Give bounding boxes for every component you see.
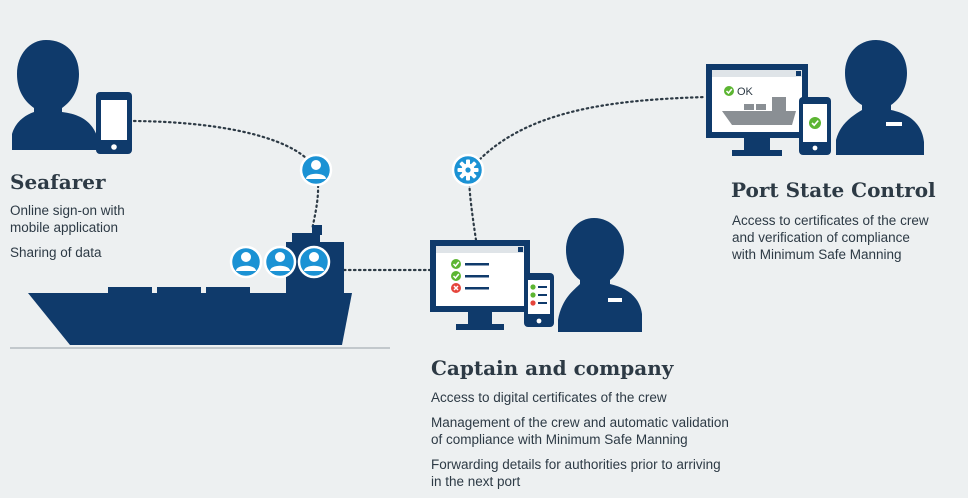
- connectors: [132, 95, 708, 272]
- ship-icon: [722, 97, 796, 125]
- port-state-title: Port State Control: [731, 178, 936, 202]
- crew-member-icon-1: [229, 245, 263, 279]
- captain-line-3: Forwarding details for authorities prior…: [431, 457, 721, 489]
- port-monitor-icon: OK: [706, 64, 808, 156]
- port-smartphone-icon: [799, 97, 831, 155]
- port-person-icon: [836, 40, 924, 155]
- connector-seafarer-ship: [132, 119, 320, 232]
- seafarer-person-icon: [12, 40, 98, 150]
- crew-member-icon-3: [297, 245, 331, 279]
- captain-monitor-icon: [430, 240, 530, 330]
- crew-member-icon-2: [263, 245, 297, 279]
- captain-smartphone-icon: [524, 273, 554, 327]
- ok-label: OK: [737, 86, 754, 98]
- connector-person-badge-icon: [299, 153, 333, 187]
- seafarer-line-2: Sharing of data: [10, 245, 102, 260]
- connector-captain-port: [468, 95, 708, 242]
- check-icon: [809, 117, 821, 129]
- captain-description: Access to digital certificates of the cr…: [431, 389, 791, 498]
- seafarer-smartphone-icon: [96, 92, 132, 154]
- check-icon: [451, 271, 461, 281]
- check-icon: [451, 259, 461, 269]
- seafarer-title: Seafarer: [10, 170, 106, 194]
- captain-line-2: Management of the crew and automatic val…: [431, 415, 729, 447]
- check-icon: [724, 86, 734, 96]
- gear-icon: [451, 153, 485, 187]
- window-close-icon: [796, 71, 801, 76]
- captain-person-icon: [558, 218, 642, 332]
- window-close-icon: [518, 247, 523, 252]
- captain-title: Captain and company: [431, 356, 674, 380]
- captain-line-1: Access to digital certificates of the cr…: [431, 390, 667, 405]
